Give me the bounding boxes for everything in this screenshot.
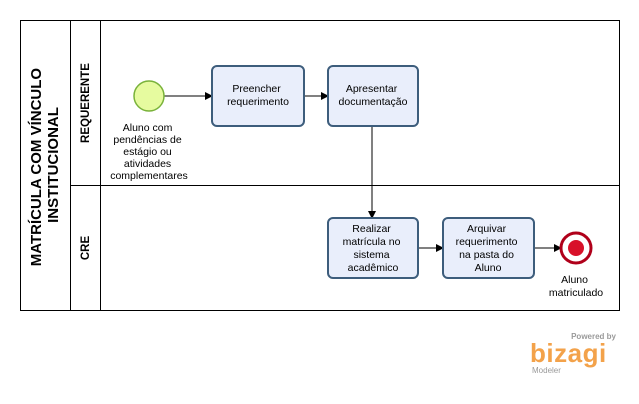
logo-powered-by: Powered by	[571, 332, 616, 341]
start-event-label-line: atividades	[124, 158, 171, 170]
sequence-flows	[164, 92, 562, 252]
start-event-label-line: Aluno com	[123, 122, 173, 134]
task-label-line: matrícula no	[343, 236, 401, 248]
logo-brand: bizagi	[530, 338, 607, 368]
task-label-line: Apresentar	[346, 83, 398, 95]
task-label-line: Preencher	[232, 83, 281, 95]
start-event-label: Aluno com pendências de estágio ou ativi…	[110, 122, 188, 182]
start-event-label-line: complementares	[110, 170, 188, 182]
start-event-label-line: estágio ou	[123, 146, 172, 158]
start-event-circle[interactable]	[133, 80, 165, 112]
task-apresentar-documentacao[interactable]: Apresentar documentação	[327, 65, 419, 127]
end-event-label: Aluno matriculado	[549, 274, 603, 299]
task-label-line: Realizar	[352, 223, 391, 235]
start-event[interactable]	[133, 80, 165, 112]
pool-title-line1: MATRÍCULA COM VÍNCULO	[28, 68, 45, 267]
pool: MATRÍCULA COM VÍNCULO INSTITUCIONAL	[20, 20, 620, 311]
task-label-line: na pasta do	[459, 249, 514, 261]
task-label-line: requerimento	[227, 96, 289, 108]
task-preencher-requerimento[interactable]: Preencher requerimento	[211, 65, 305, 127]
task-label-line: Arquivar	[467, 223, 507, 235]
end-event[interactable]	[559, 231, 593, 265]
task-realizar-matricula[interactable]: Realizar matrícula no sistema acadêmico	[327, 217, 419, 279]
lane-label-cre[interactable]: CRE	[80, 236, 92, 261]
pool-title-line2: INSTITUCIONAL	[45, 107, 62, 223]
task-label-line: Aluno	[475, 262, 502, 274]
task-label-line: sistema	[353, 249, 389, 261]
task-arquivar-requerimento[interactable]: Arquivar requerimento na pasta do Aluno	[442, 217, 535, 279]
end-event-label-line: Aluno	[561, 274, 588, 286]
start-event-label-line: pendências de	[113, 134, 181, 146]
task-label: Preencher requerimento	[227, 83, 289, 108]
task-label: Apresentar documentação	[339, 83, 408, 108]
lane-label-requerente[interactable]: REQUERENTE	[80, 63, 92, 143]
end-event-label-line: matriculado	[549, 287, 603, 299]
task-label-line: requerimento	[456, 236, 518, 248]
bizagi-logo: Powered by bizagi Modeler	[528, 330, 620, 375]
task-label-line: acadêmico	[348, 262, 399, 274]
logo-subtitle: Modeler	[532, 366, 561, 375]
task-label: Arquivar requerimento na pasta do Aluno	[456, 223, 521, 274]
task-label: Realizar matrícula no sistema acadêmico	[343, 223, 404, 274]
task-label-line: documentação	[339, 96, 408, 108]
pool-title: MATRÍCULA COM VÍNCULO INSTITUCIONAL	[28, 64, 62, 266]
end-event-inner-circle	[568, 240, 584, 256]
